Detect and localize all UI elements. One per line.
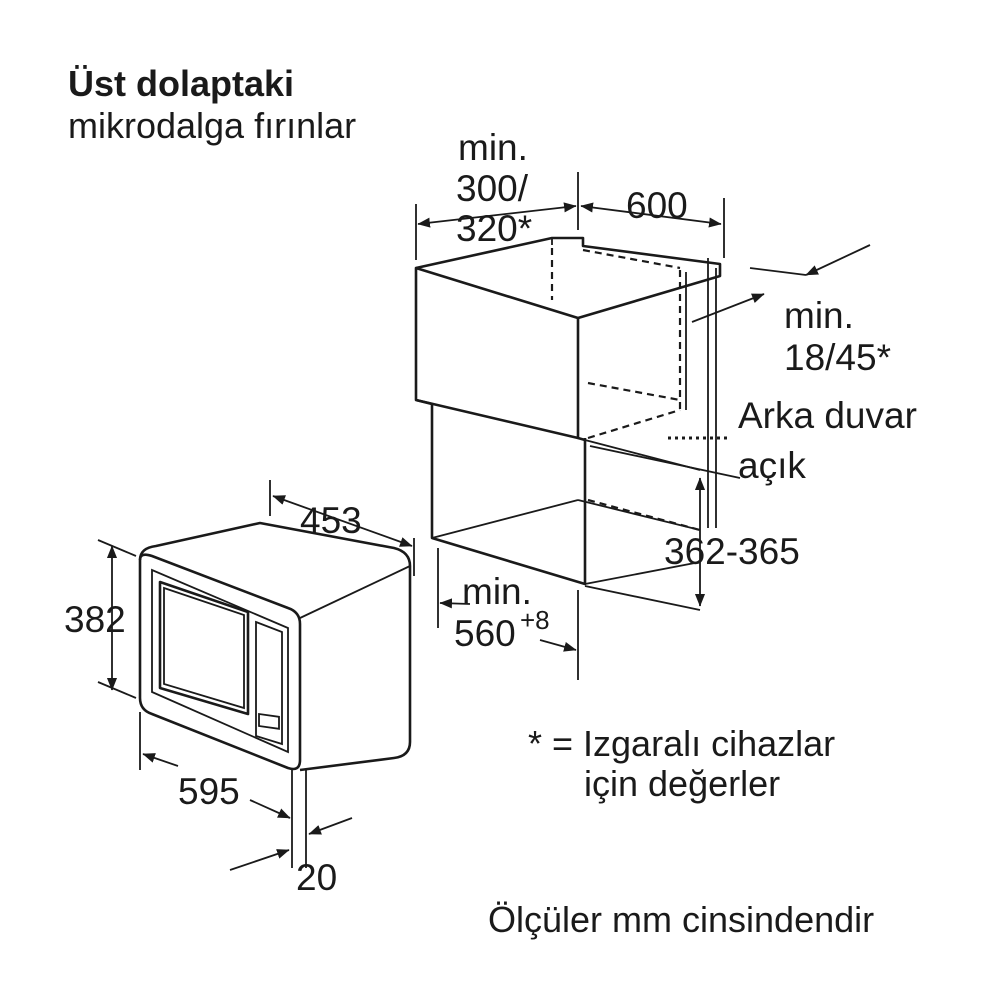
open-label: açık [738, 445, 806, 486]
cabinet-dimensions [415, 172, 871, 680]
cabinet-depth: 600 [626, 185, 688, 226]
gap-value-1: 300/ [456, 168, 529, 209]
title-line-1: Üst dolaptaki [68, 63, 294, 104]
back-wall-label: Arka duvar [738, 395, 917, 436]
microwave-dimensions [97, 480, 415, 871]
grill-note-line-2: için değerler [584, 763, 780, 804]
appliance-width: 595 [178, 771, 240, 812]
upper-cabinet [414, 236, 722, 586]
height-range: 362-365 [664, 531, 800, 572]
gap-min-label: min. [458, 127, 528, 168]
gap-value-2: 320* [456, 208, 532, 249]
back-gap-value: 18/45* [784, 337, 891, 378]
niche-tolerance: +8 [520, 605, 550, 635]
units-note: Ölçüler mm cinsindendir [488, 899, 874, 940]
appliance-front-depth: 20 [296, 857, 337, 898]
title-line-2: mikrodalga fırınlar [68, 105, 356, 146]
niche-min-label: min. [462, 571, 532, 612]
back-gap-min-label: min. [784, 295, 854, 336]
niche-width: 560 [454, 613, 516, 654]
grill-note-line-1: * = Izgaralı cihazlar [528, 723, 835, 764]
appliance-depth: 453 [300, 500, 362, 541]
appliance-height: 382 [64, 599, 126, 640]
back-wall-line [668, 258, 728, 528]
microwave [138, 521, 412, 772]
